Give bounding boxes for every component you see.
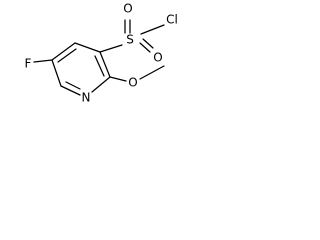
ring-bond-c5-c6 <box>51 59 62 87</box>
bond-o-methyl <box>139 65 165 80</box>
ring-bond-c6-n1-inner <box>65 81 81 90</box>
ring-bond-c4-c5-inner <box>57 48 77 63</box>
bond-s-o-bottom-1 <box>139 42 151 53</box>
ring-bond-c4-c5 <box>51 42 76 61</box>
ring-bond-c3-c4 <box>74 42 101 53</box>
atom-oxygen-bottom-label: O <box>153 51 162 65</box>
ring-bond-c2-c3-inner <box>94 55 105 77</box>
atom-chlorine-label: Cl <box>166 13 178 27</box>
atom-oxygen-methoxy-label: O <box>128 76 137 90</box>
chemical-structure: F N O S O O Cl <box>25 2 178 105</box>
ring-bond-c6-n1 <box>60 85 81 96</box>
structure-canvas: F N O S O O Cl <box>0 0 192 132</box>
atom-sulfur-label: S <box>126 33 134 47</box>
bond-c2-o <box>109 76 127 82</box>
atom-oxygen-top-label: O <box>123 2 132 16</box>
bond-c3-s <box>99 44 123 53</box>
atom-nitrogen-label: N <box>82 91 91 105</box>
ring-bond-c2-c3 <box>99 51 111 78</box>
bond-s-o-bottom-2 <box>142 38 154 49</box>
bond-c5-f <box>33 59 53 63</box>
bond-s-cl <box>140 24 165 35</box>
ring-bond-n1-c2 <box>91 76 111 93</box>
atom-fluorine-label: F <box>25 57 32 71</box>
